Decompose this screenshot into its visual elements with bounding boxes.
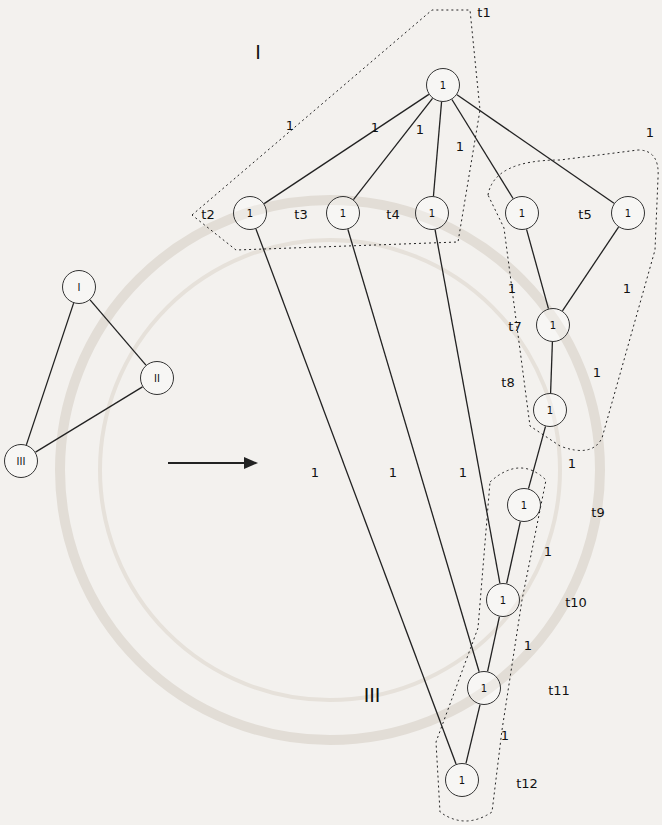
- task-circle: II: [140, 361, 174, 395]
- cluster-label: I: [255, 42, 261, 62]
- edge-line: [256, 229, 456, 764]
- node-weight: 1: [481, 683, 487, 694]
- node-weight: 1: [547, 405, 553, 416]
- task-circle: 1: [611, 196, 645, 230]
- edge-line: [457, 95, 614, 204]
- edge-line: [36, 387, 143, 452]
- node-weight: 1: [521, 500, 527, 511]
- task-circle: 1: [536, 308, 570, 342]
- node-weight: 1: [459, 775, 465, 786]
- task-label: t1: [477, 6, 490, 19]
- task-label: t12: [516, 777, 538, 790]
- node-weight: III: [17, 456, 26, 467]
- node-weight: I: [78, 282, 81, 293]
- edge-weight: 1: [389, 466, 397, 479]
- node-weight: 1: [440, 80, 446, 91]
- watermark-ring: [100, 240, 560, 700]
- node-weight: 1: [625, 208, 631, 219]
- node-weight: 1: [340, 208, 346, 219]
- edge-line: [562, 227, 618, 311]
- task-circle: 1: [533, 393, 567, 427]
- edge-line: [452, 99, 513, 198]
- edge-line: [488, 617, 500, 672]
- task-circle: III: [4, 444, 38, 478]
- cluster-label: III: [364, 685, 381, 705]
- edge-weight: 1: [311, 466, 319, 479]
- edge-line: [466, 705, 480, 764]
- edge-weight: 1: [568, 457, 576, 470]
- cluster-outline: [192, 10, 480, 250]
- task-label: t9: [591, 506, 604, 519]
- edge-weight: 1: [371, 121, 379, 134]
- task-circle: 1: [445, 763, 479, 797]
- task-circle: 1: [467, 671, 501, 705]
- edge-weight: 1: [593, 366, 601, 379]
- edge-line: [551, 342, 553, 393]
- task-label: t7: [508, 320, 521, 333]
- edge-weight: 1: [623, 282, 631, 295]
- task-circle: 1: [415, 196, 449, 230]
- watermark-ring: [60, 200, 600, 740]
- node-weight: II: [154, 373, 160, 384]
- task-circle: 1: [326, 196, 360, 230]
- cluster-outline: [488, 150, 658, 451]
- task-circle: 1: [507, 488, 541, 522]
- edge-weight: 1: [456, 140, 464, 153]
- edge-line: [353, 98, 432, 199]
- task-label: t11: [548, 684, 570, 697]
- edge-line: [433, 102, 441, 196]
- task-circle: 1: [233, 196, 267, 230]
- edge-weight: 1: [416, 123, 424, 136]
- edge-weight: 1: [524, 639, 532, 652]
- edge-line: [348, 229, 479, 671]
- edge-line: [435, 230, 500, 584]
- task-circle: I: [62, 270, 96, 304]
- task-label: t2: [201, 208, 214, 221]
- task-label: t4: [386, 208, 399, 221]
- task-label: t3: [294, 208, 307, 221]
- edge-line: [90, 300, 146, 365]
- arrow-line: [168, 462, 248, 464]
- task-circle: 1: [426, 68, 460, 102]
- node-weight: 1: [500, 595, 506, 606]
- node-weight: 1: [550, 320, 556, 331]
- arrow-head: [244, 457, 258, 469]
- edge-line: [264, 94, 429, 203]
- task-label: t5: [578, 208, 591, 221]
- edge-line: [528, 426, 545, 488]
- edge-line: [527, 229, 549, 308]
- cluster-outline: [436, 468, 546, 821]
- task-circle: 1: [486, 583, 520, 617]
- edge-weight: 1: [286, 119, 294, 132]
- edge-weight: 1: [501, 729, 509, 742]
- edge-line: [26, 303, 73, 445]
- task-circle: 1: [505, 196, 539, 230]
- node-weight: 1: [519, 208, 525, 219]
- node-weight: 1: [429, 208, 435, 219]
- task-label: t10: [565, 596, 587, 609]
- edge-weight: 1: [544, 545, 552, 558]
- edge-line: [507, 522, 521, 584]
- edge-weight: 1: [459, 466, 467, 479]
- edge-weight: 1: [508, 282, 516, 295]
- task-label: t8: [501, 376, 514, 389]
- edge-weight: 1: [646, 126, 654, 139]
- node-weight: 1: [247, 208, 253, 219]
